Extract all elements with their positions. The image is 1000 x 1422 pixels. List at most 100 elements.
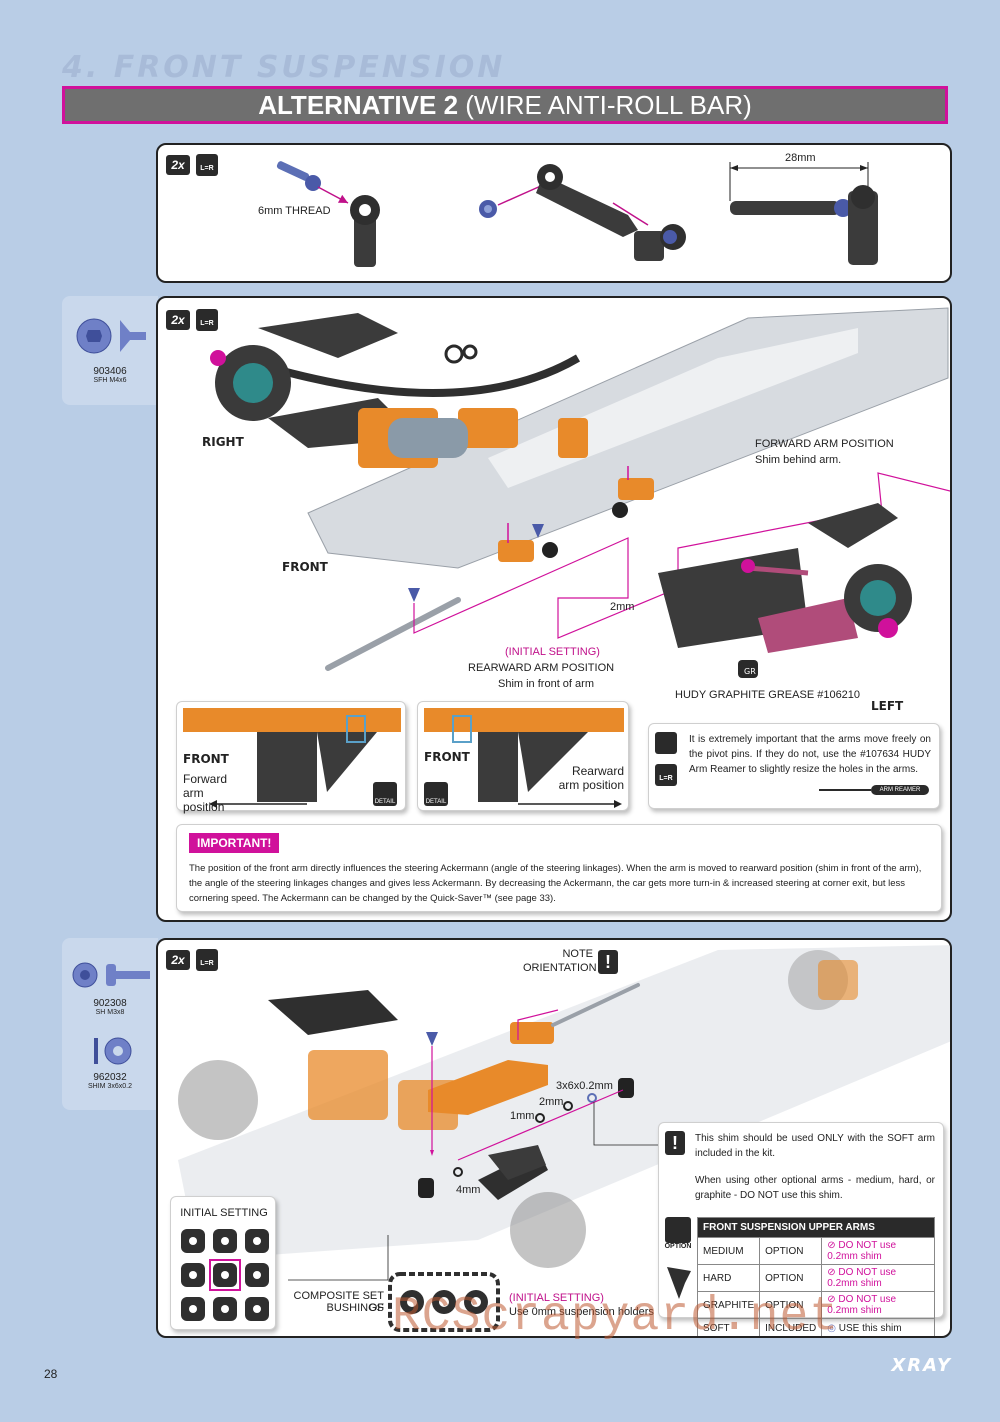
- shim-label-1: 1mm: [510, 1110, 535, 1122]
- important-card: IMPORTANT! The position of the front arm…: [176, 824, 942, 912]
- initial-setting-title: INITIAL SETTING: [180, 1207, 268, 1219]
- ball-stud-icon: [276, 161, 321, 191]
- step2-parts-tab: 903406 SFH M4x6: [62, 296, 158, 405]
- shim-note-card: ! This shim should be used ONLY with the…: [658, 1122, 944, 1336]
- option-label: OPTION: [664, 1243, 692, 1250]
- table-row: MEDIUM OPTION ⊘ DO NOT use 0.2mm shim: [696, 1237, 935, 1265]
- note-orientation-2: ORIENTATION: [523, 962, 597, 974]
- table-row: GRAPHITE OPTION ⊘ DO NOT use 0.2mm shim: [696, 1291, 935, 1319]
- composite-label-2: BUSHINGS: [326, 1302, 384, 1314]
- detail-forward-illustration: [183, 708, 401, 808]
- upper-arm-icon: [478, 1145, 548, 1200]
- arm-cell: HARD: [696, 1264, 761, 1292]
- bushing-icon: [418, 1178, 434, 1198]
- loose-holder-front-icon: [498, 540, 534, 562]
- shim-ok-icon: ◎: [827, 1323, 836, 1334]
- no-shim-icon: ⊘: [827, 1294, 836, 1305]
- forward-arm-title: FORWARD ARM POSITION: [755, 438, 894, 450]
- part-name-text: SH M3x8: [95, 1009, 125, 1016]
- lr-badge: L=R: [655, 764, 677, 786]
- lr-badge-text: L=R: [200, 320, 214, 327]
- initial-setting-pink: (INITIAL SETTING): [509, 1292, 604, 1304]
- lr-badge: L=R: [196, 154, 218, 176]
- note-orientation-1: NOTE: [562, 948, 593, 960]
- lr-badge-text: L=R: [659, 775, 673, 782]
- shim-2mm-label: 2mm: [610, 601, 635, 613]
- shim-text: USE this shim: [838, 1323, 902, 1334]
- qty-badge: 2x: [166, 950, 190, 970]
- detail-zoom-icon: DETAIL: [373, 782, 397, 806]
- detail-icon-text: DETAIL: [425, 799, 447, 805]
- shim-label-2: 2mm: [539, 1096, 564, 1108]
- arm-reamer-label: ARM REAMER: [879, 787, 921, 793]
- part-number: 962032 SHIM 3x6x0.2: [65, 1072, 155, 1090]
- important-text: The position of the front arm directly i…: [189, 863, 922, 904]
- step1-badges: 2x: [166, 155, 190, 175]
- pivot-pin-check-icon: [655, 732, 677, 754]
- alternative-banner: ALTERNATIVE 2 (WIRE ANTI-ROLL BAR): [62, 86, 948, 124]
- detail-icon-text: DETAIL: [374, 799, 396, 805]
- composite-bushing-set-icon: [388, 1272, 500, 1332]
- screw-icon: [426, 1032, 438, 1046]
- step3-parts-tab: 902308 SH M3x8 962032 SHIM 3x6x0.2: [62, 938, 158, 1110]
- bushing-grid-icon: [181, 1229, 269, 1321]
- detail-front-label: FRONT: [183, 752, 229, 766]
- label-left: LEFT: [871, 699, 904, 713]
- rearward-arm-title: REARWARD ARM POSITION: [468, 662, 615, 674]
- screw-icon: [408, 588, 420, 602]
- banner-main: ALTERNATIVE 2: [258, 90, 459, 120]
- shim-text: DO NOT use 0.2mm shim: [827, 1294, 897, 1316]
- arm-reamer-note: L=R It is extremely important that the a…: [648, 723, 940, 809]
- step3-qty: 2x: [166, 950, 190, 970]
- step3-panel: 2x L=R: [156, 938, 952, 1338]
- shim-text: DO NOT use 0.2mm shim: [827, 1240, 897, 1262]
- no-shim-icon: ⊘: [827, 1267, 836, 1278]
- shim-text: DO NOT use 0.2mm shim: [827, 1267, 897, 1289]
- detail-zoom-icon: DETAIL: [424, 782, 448, 806]
- lr-badge: L=R: [196, 309, 218, 331]
- initial-setting-card: INITIAL SETTING: [170, 1196, 276, 1330]
- qty-badge: 2x: [166, 155, 190, 175]
- page-number: 28: [44, 1367, 58, 1381]
- shim-note-text-2: When using other optional arms - medium,…: [695, 1175, 935, 1201]
- ball-stud-small-icon: [479, 200, 497, 218]
- step2-qty: 2x: [166, 310, 190, 330]
- grease-icon: GR: [738, 660, 758, 678]
- initial-setting-sub: Use 0mm suspension holders: [509, 1306, 654, 1318]
- shim-icon: [94, 1037, 132, 1065]
- upper-arms-table: FRONT SUSPENSION UPPER ARMS MEDIUM OPTIO…: [696, 1217, 935, 1336]
- forward-arm-sub: Shim behind arm.: [755, 454, 842, 466]
- bushing-icon: [542, 542, 558, 558]
- rearward-arm-sub: Shim in front of arm: [498, 678, 594, 690]
- upper-arm-option-icon: [667, 1267, 691, 1299]
- ball-end-icon: [350, 195, 380, 267]
- tools-icon: [444, 344, 478, 364]
- arm-reamer-tool-icon: ARM REAMER: [819, 785, 929, 795]
- initial-setting-label: (INITIAL SETTING): [505, 646, 600, 658]
- type-cell: OPTION: [759, 1291, 823, 1319]
- shim-cell: ⊘ DO NOT use 0.2mm shim: [821, 1237, 935, 1265]
- part-number-text: 903406: [93, 366, 127, 377]
- long-ball-end-icon: [536, 164, 638, 237]
- part-number-text: 902308: [93, 998, 127, 1009]
- detail-rearward-illustration: [424, 708, 624, 808]
- loose-holder-rear-icon: [618, 478, 654, 500]
- part-name-text: SHIM 3x6x0.2: [88, 1083, 132, 1090]
- pivot-pin-icon: [551, 983, 640, 1027]
- type-cell: INCLUDED: [759, 1318, 823, 1336]
- thumbs-up-icon: [665, 1217, 691, 1243]
- arm-cell: MEDIUM: [696, 1237, 761, 1265]
- detail-rearward-caption: Rearward arm position: [558, 764, 624, 792]
- lr-badge-text: L=R: [200, 960, 214, 967]
- upper-arm-holder-icon: [428, 1022, 554, 1115]
- composite-label-1: COMPOSITE SET OF: [293, 1290, 384, 1314]
- qty-badge: 2x: [166, 310, 190, 330]
- screw-sh-icon: [72, 962, 150, 988]
- lr-badge-text: L=R: [200, 165, 214, 172]
- label-front: FRONT: [282, 560, 328, 574]
- shim-label-02: 3x6x0.2mm: [556, 1080, 613, 1092]
- detail-rearward-card: FRONT Rearward arm position DETAIL: [417, 701, 629, 811]
- chassis-upper-illustration: [178, 945, 950, 1281]
- part-number-text: 962032: [93, 1072, 127, 1083]
- watermark: RCScrapyard.net: [392, 1290, 840, 1344]
